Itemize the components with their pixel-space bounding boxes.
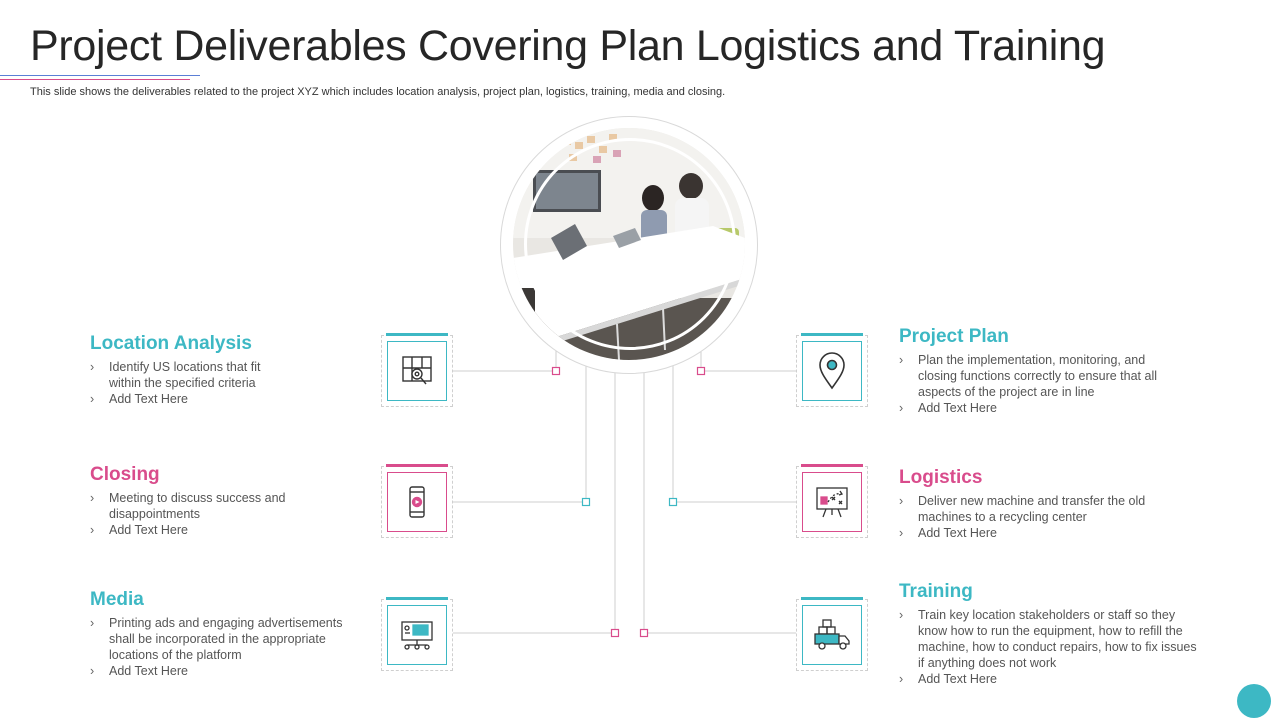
logistics-icon-frame [796, 464, 868, 538]
closing-block: Closing Meeting to discuss success and d… [90, 464, 380, 538]
list-item: Train key location stakeholders or staff… [899, 607, 1199, 671]
location-analysis-bullets: Identify US locations that fit within th… [90, 359, 380, 407]
media-block: Media Printing ads and engaging advertis… [90, 589, 380, 679]
strategy-board-icon [816, 487, 848, 518]
closing-bullets: Meeting to discuss success and disappoin… [90, 490, 380, 538]
map-location-icon [402, 356, 432, 385]
logistics-title: Logistics [899, 467, 983, 488]
delivery-truck-icon [814, 619, 850, 650]
training-icon-frame [796, 597, 868, 671]
list-item: Plan the implementation, monitoring, and… [899, 352, 1184, 400]
project-plan-block: Project Plan Plan the implementation, mo… [899, 326, 1199, 416]
location-pin-icon [819, 352, 845, 390]
closing-title: Closing [90, 464, 160, 485]
media-board-icon [401, 621, 433, 650]
list-item: Identify US locations that fit within th… [90, 359, 290, 391]
list-item: Meeting to discuss success and disappoin… [90, 490, 320, 522]
list-item: Add Text Here [899, 525, 1199, 541]
training-block: Training Train key location stakeholders… [899, 581, 1204, 687]
media-icon-frame [381, 597, 453, 671]
training-title: Training [899, 581, 973, 602]
list-item: Add Text Here [90, 391, 380, 407]
list-item: Add Text Here [90, 522, 380, 538]
location-analysis-title: Location Analysis [90, 333, 252, 354]
title-underline-blue [0, 75, 200, 76]
logistics-bullets: Deliver new machine and transfer the old… [899, 493, 1199, 541]
title-underline-pink [0, 79, 190, 80]
page-title: Project Deliverables Covering Plan Logis… [30, 22, 1106, 70]
project-plan-title: Project Plan [899, 326, 1009, 347]
media-title: Media [90, 589, 144, 610]
list-item: Deliver new machine and transfer the old… [899, 493, 1169, 525]
location-analysis-block: Location Analysis Identify US locations … [90, 333, 380, 407]
training-bullets: Train key location stakeholders or staff… [899, 607, 1204, 687]
list-item: Printing ads and engaging advertisements… [90, 615, 360, 663]
corner-decoration-dot [1237, 684, 1271, 718]
photo-inner-ring [524, 138, 736, 350]
list-item: Add Text Here [899, 400, 1199, 416]
mobile-video-icon [409, 486, 425, 518]
project-plan-bullets: Plan the implementation, monitoring, and… [899, 352, 1199, 416]
logistics-block: Logistics Deliver new machine and transf… [899, 467, 1199, 541]
page-subtitle: This slide shows the deliverables relate… [30, 86, 726, 98]
location-analysis-icon-frame [381, 333, 453, 407]
list-item: Add Text Here [90, 663, 380, 679]
list-item: Add Text Here [899, 671, 1204, 687]
media-bullets: Printing ads and engaging advertisements… [90, 615, 380, 679]
closing-icon-frame [381, 464, 453, 538]
project-plan-icon-frame [796, 333, 868, 407]
